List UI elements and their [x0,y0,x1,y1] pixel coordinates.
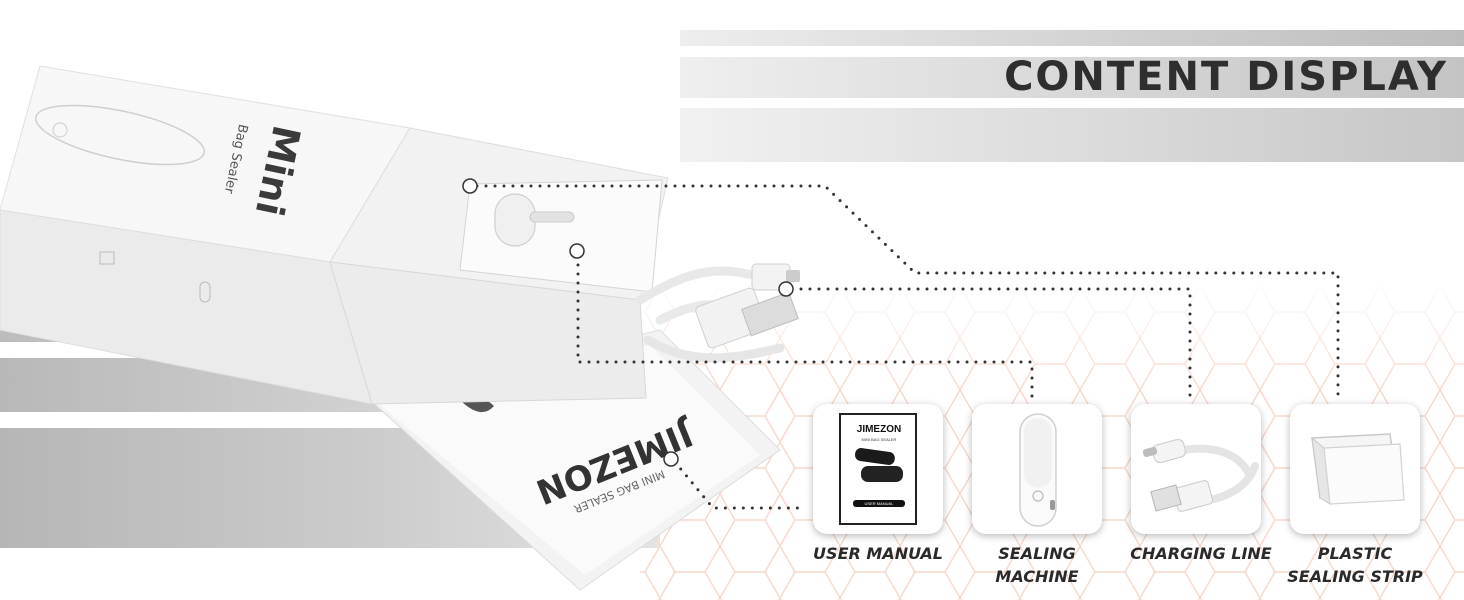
user-manual-label: USER MANUAL [813,544,943,563]
leader-points [462,178,794,467]
sealing-machine-card [972,404,1102,534]
sealing-strip-label: PLASTIC SEALING STRIP [1287,544,1423,586]
charging-cable-icon [1142,438,1259,512]
header-band-thin [680,30,1464,46]
user-manual-card: JIMEZON MINI BAG SEALER USER MANUAL [813,404,943,534]
sealing-machine-icon [1019,413,1057,527]
cable-in-box [635,263,800,363]
manual-card-subtitle: MINI BAG SEALER [861,437,897,442]
sealer-in-box [459,179,663,293]
manual-card-brand: JIMEZON [856,424,902,435]
charging-line-label: CHARGING LINE [1130,544,1272,563]
sleeve-sealer-outline [34,104,206,166]
sealing-strip-card [1290,404,1420,534]
sealing-machine-label: SEALING MACHINE [995,544,1079,586]
product-box: Mini Bag Sealer [0,65,669,405]
header-band [680,57,1464,98]
header-band-wide [680,108,1464,162]
charging-line-card [1131,404,1261,534]
page-title: CONTENT DISPLAY [1004,54,1448,100]
manual-card-footer: USER MANUAL [853,500,905,507]
sealing-strip-icon [1311,433,1405,505]
leader-lines [475,184,1340,510]
